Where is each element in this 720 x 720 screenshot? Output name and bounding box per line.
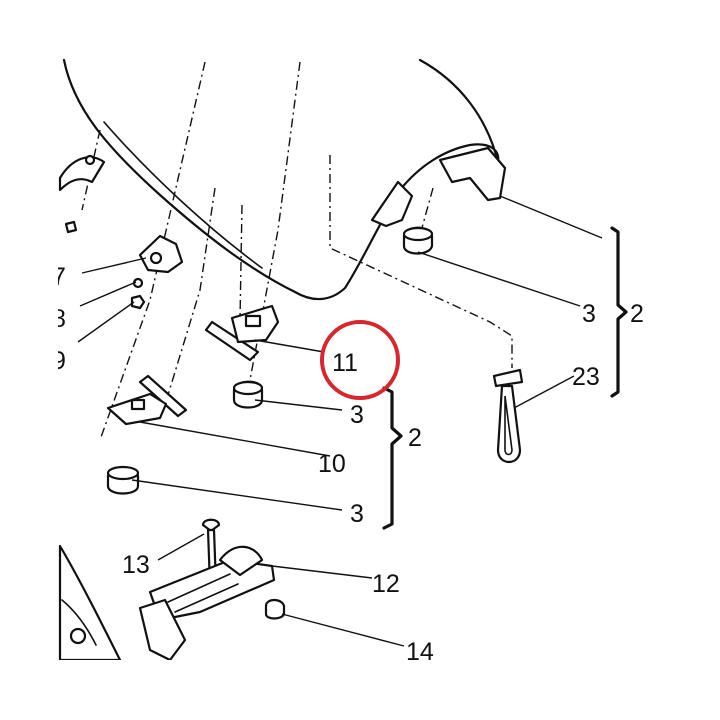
screw-top-left [64, 220, 78, 234]
nut-9 [130, 294, 146, 310]
leader-3-middle [254, 399, 343, 411]
left-body-fragment [58, 156, 106, 192]
bumper-upper-right-top [402, 226, 434, 242]
callout-3-middle: 3 [350, 401, 364, 429]
lower-left-body-fragment [58, 544, 122, 662]
leader-11 [254, 339, 325, 353]
bumper-lower-top [106, 465, 140, 481]
latch-12-detail-2 [174, 583, 239, 613]
leader-12 [271, 565, 373, 579]
hinge-10-assembly [106, 374, 188, 426]
lower-left-fastener [69, 627, 87, 645]
latch-23-plate [492, 368, 524, 388]
leader-3-lower [131, 479, 343, 511]
alignment-line-5 [329, 155, 513, 368]
seat-cover-outline [62, 58, 500, 301]
leader-7 [81, 257, 147, 274]
lower-latch-assembly [58, 518, 286, 662]
brace-upper [610, 226, 628, 398]
rear-hinge-tab [370, 180, 414, 228]
hinge-bracket-7 [138, 234, 184, 274]
highlight-circle [320, 320, 400, 400]
callout-11: 11 [332, 349, 358, 377]
callout-23: 23 [572, 363, 600, 391]
left-margin [0, 0, 58, 720]
leader-lines [77, 195, 603, 647]
latch-12-detail-1 [167, 573, 231, 603]
leader-2-top [499, 195, 603, 239]
hinge-bracket-7-hole [149, 251, 163, 265]
left-hinge-assembly [58, 154, 184, 310]
leader-23 [513, 375, 575, 409]
pin-13-head [201, 518, 221, 533]
callout-10: 10 [318, 450, 346, 478]
hinge-11-slot [244, 314, 262, 328]
alignment-line-1 [99, 61, 206, 441]
bottom-margin [0, 660, 720, 720]
callout-3-upper: 3 [582, 300, 596, 328]
leader-9 [77, 301, 135, 343]
callout-12: 12 [372, 570, 400, 598]
callout-2-upper: 2 [630, 300, 644, 328]
hinge-11-assembly [204, 304, 280, 362]
alignment-line-3 [167, 187, 216, 396]
alignment-line-4 [239, 204, 243, 321]
rear-hinge-bracket [438, 146, 507, 202]
lower-left-detail [61, 599, 97, 646]
callout-3-lower: 3 [350, 500, 364, 528]
brace-lower [382, 386, 403, 530]
leader-14 [281, 613, 405, 647]
seat-cover [62, 58, 507, 301]
clip-14 [264, 598, 286, 620]
leader-3-upper [417, 251, 581, 307]
bumper-middle-top [232, 380, 264, 396]
seat-cover-inner-edge [103, 121, 263, 269]
leader-13 [157, 533, 205, 561]
bumpers [106, 226, 434, 495]
latch-12-lever [138, 598, 187, 662]
latch-12-spring [218, 545, 264, 577]
latch-23 [492, 368, 524, 464]
leader-10 [139, 421, 331, 457]
leader-8 [79, 281, 137, 307]
hinge-11-shaft [204, 320, 260, 362]
hinge-10-slot [130, 398, 146, 411]
callout-13: 13 [122, 551, 150, 579]
left-body-screw-hole [84, 154, 96, 166]
callout-2-lower: 2 [408, 424, 422, 452]
latch-23-loop-inner [504, 395, 513, 456]
